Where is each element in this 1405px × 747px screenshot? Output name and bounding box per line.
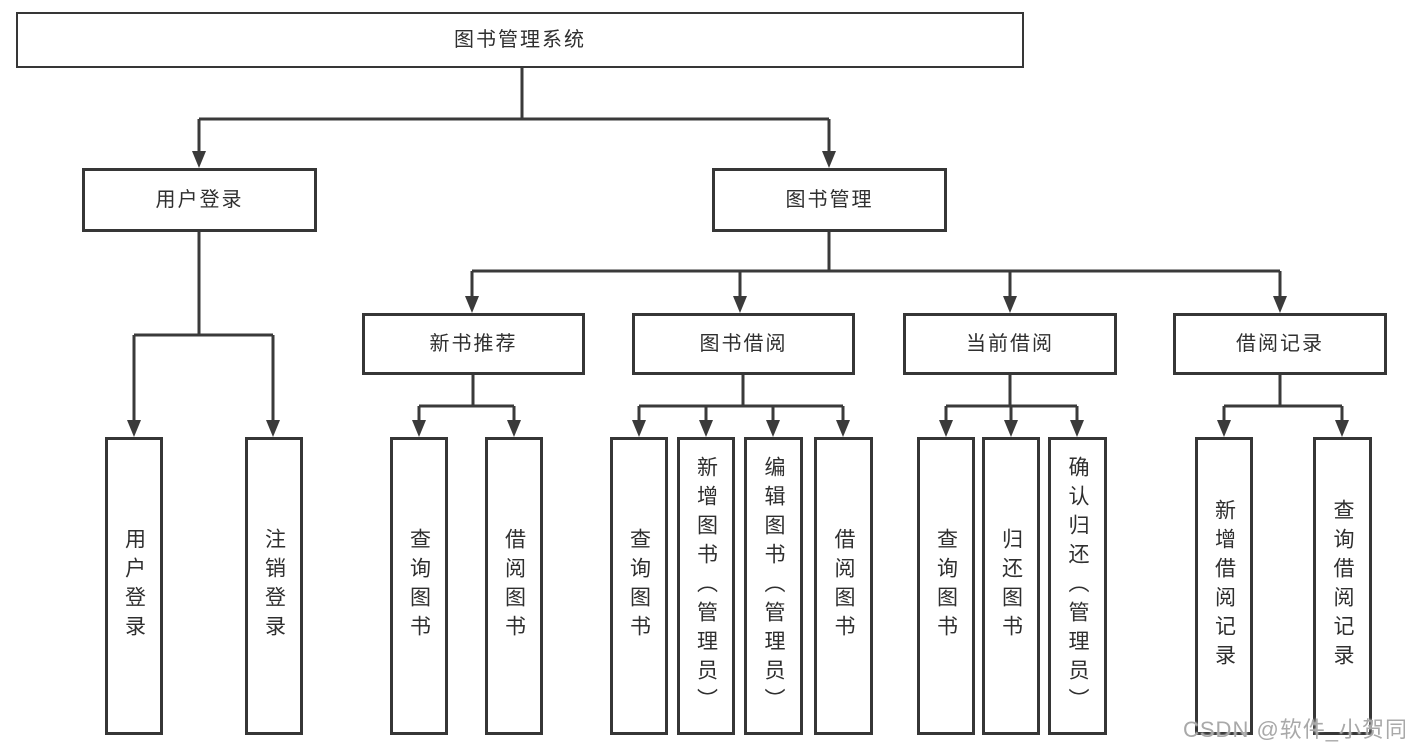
- node-current-borrowing: 当前借阅: [903, 313, 1117, 375]
- leaf-edit-books-admin: 编辑图书（管理员）: [744, 437, 803, 735]
- leaf-logout: 注销登录: [245, 437, 303, 735]
- leaf-add-books-admin: 新增图书（管理员）: [677, 437, 735, 735]
- arrowheads: [127, 151, 1349, 437]
- node-book-borrowing: 图书借阅: [632, 313, 855, 375]
- leaf-borrow-books-1: 借阅图书: [485, 437, 543, 735]
- leaf-add-borrow-record: 新增借阅记录: [1195, 437, 1253, 735]
- leaf-user-login: 用户登录: [105, 437, 163, 735]
- node-borrowing-records: 借阅记录: [1173, 313, 1387, 375]
- leaf-return-books: 归还图书: [982, 437, 1040, 735]
- node-user-login: 用户登录: [82, 168, 317, 232]
- leaf-borrow-books-2: 借阅图书: [814, 437, 873, 735]
- leaf-query-books-1: 查询图书: [390, 437, 448, 735]
- node-new-book-recommend: 新书推荐: [362, 313, 585, 375]
- leaf-query-books-2: 查询图书: [610, 437, 668, 735]
- leaf-confirm-return-admin: 确认归还（管理员）: [1048, 437, 1107, 735]
- leaf-query-borrow-record: 查询借阅记录: [1313, 437, 1372, 735]
- node-book-management: 图书管理: [712, 168, 947, 232]
- leaf-query-books-3: 查询图书: [917, 437, 975, 735]
- node-root-library-system: 图书管理系统: [16, 12, 1024, 68]
- csdn-watermark: CSDN @软件_小贺同学: [1183, 717, 1405, 742]
